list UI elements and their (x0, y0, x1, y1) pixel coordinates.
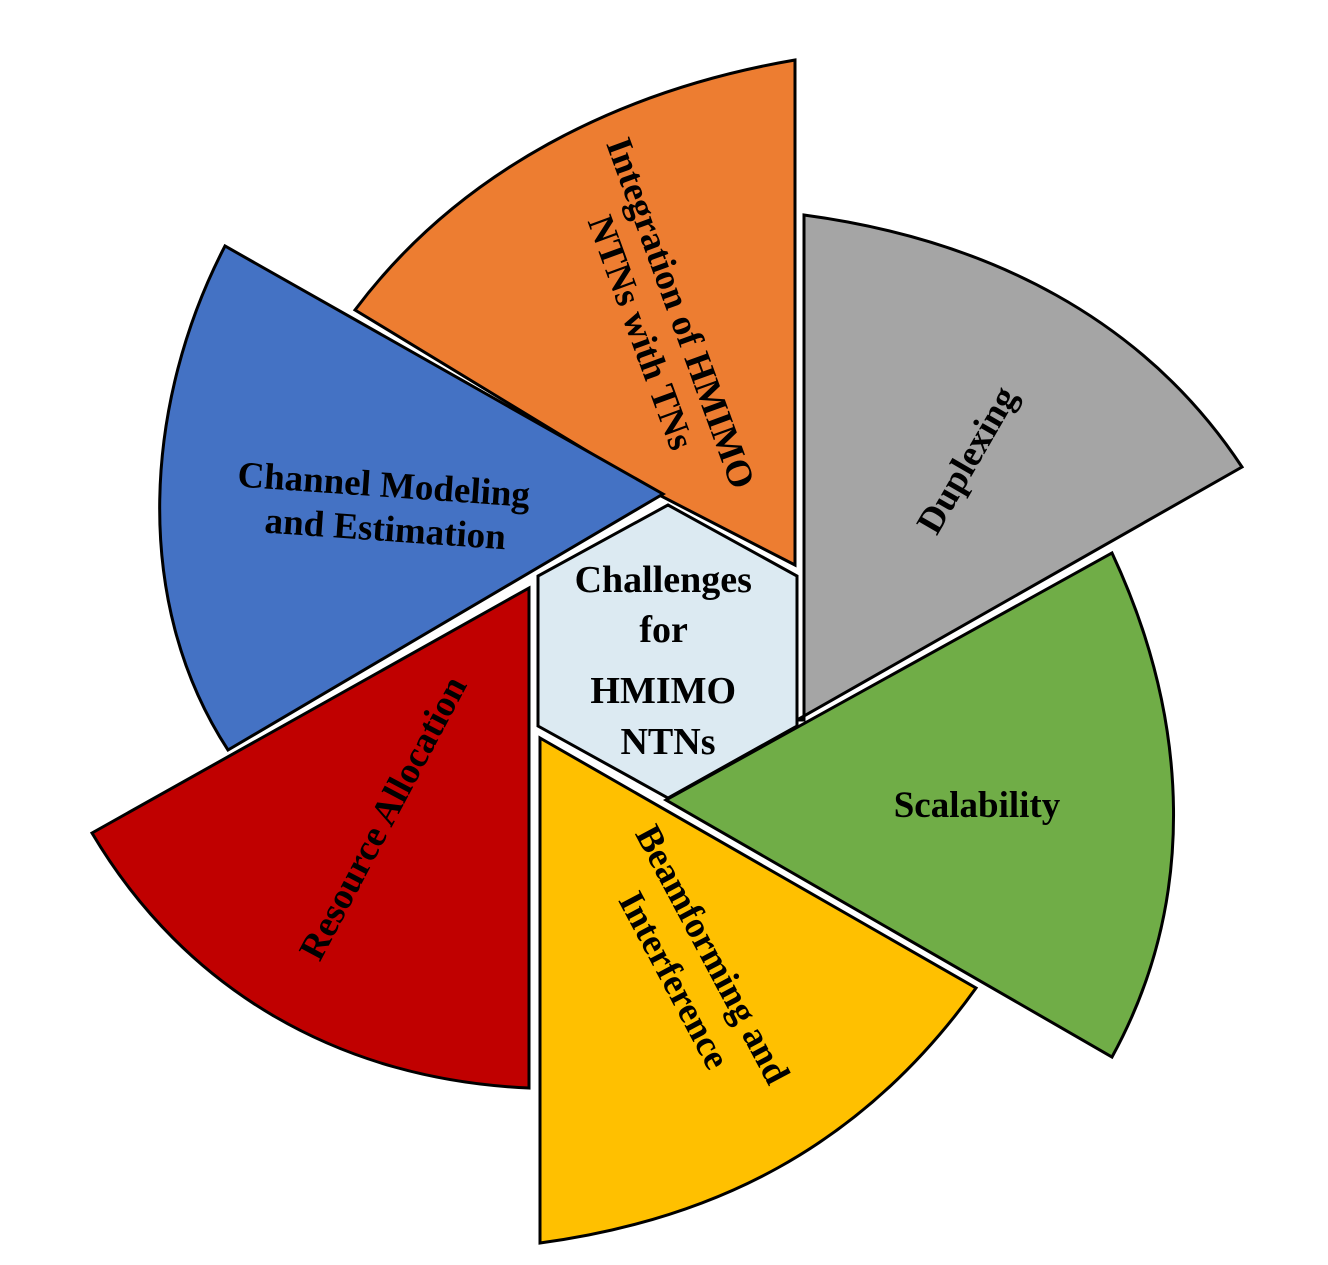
center-label-line-2: for (639, 609, 688, 651)
segment-beamforming (538, 735, 979, 1245)
segment-duplexing (791, 213, 1245, 722)
segment-channel-modeling (158, 243, 667, 753)
center-label-line-1: Challenges (575, 559, 752, 601)
segment-integration (352, 58, 797, 568)
label-scalability-line-1: Scalability (894, 785, 1061, 826)
segment-resource-allocation (89, 585, 531, 1090)
label-scalability: Scalability (894, 785, 1061, 826)
center-label: Challenges for HMIMO NTNs (575, 559, 762, 763)
center-label-line-4: NTNs (620, 721, 715, 763)
center-label-line-3: HMIMO (590, 670, 736, 712)
center-hexagon (536, 503, 799, 800)
segment-scalability (662, 550, 1175, 1060)
